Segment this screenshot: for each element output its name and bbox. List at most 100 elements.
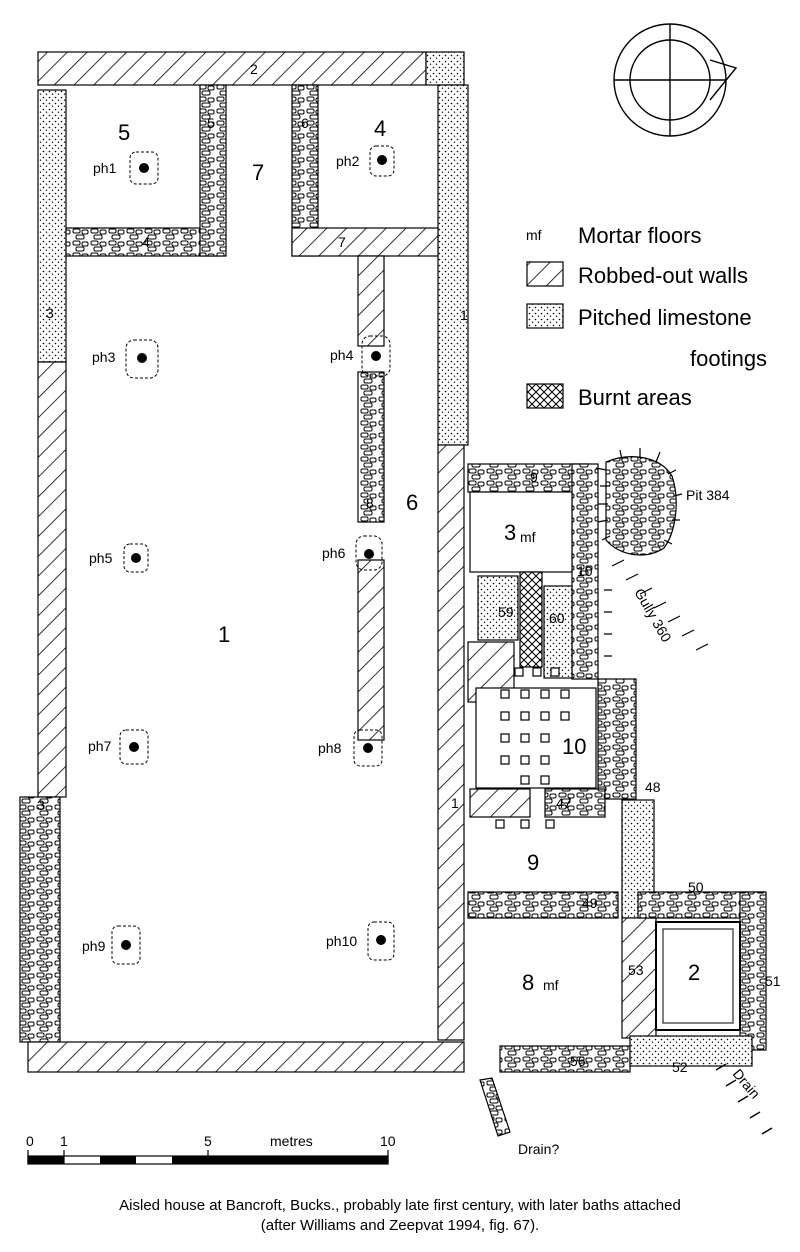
ph10-label: ph10 — [326, 933, 357, 949]
legend-mf-symbol: mf — [526, 227, 542, 243]
feature-47-label: 47 — [556, 795, 572, 811]
room-10-label: 10 — [562, 734, 586, 759]
legend-pitched-limestone: Pitched limestone — [578, 305, 752, 330]
west-wall-robbed — [37, 361, 67, 798]
drain-marks — [715, 1063, 773, 1135]
scale-bar: 0 1 5 metres 10 — [26, 1133, 396, 1165]
feature-labels: 59 60 47 48 49 50 51 52 53 56 Pit 384 Gu… — [498, 487, 781, 1157]
wall-52-footing — [629, 1035, 753, 1067]
room10-floor — [475, 687, 597, 789]
wall-47 — [544, 788, 606, 818]
room-labels: 1 2 3 mf 4 5 6 7 8 mf 9 10 — [118, 116, 700, 995]
ph8-label: ph8 — [318, 740, 342, 756]
wall-1-lower-robbed — [469, 788, 531, 818]
north-wall-robbed — [37, 51, 427, 86]
legend-burnt-areas: Burnt areas — [578, 385, 692, 410]
ph4-cut — [361, 335, 391, 377]
south-wall-robbed — [27, 1041, 465, 1073]
legend-robbed-walls: Robbed-out walls — [578, 263, 748, 288]
figure-caption: Aisled house at Bancroft, Bucks., probab… — [0, 1196, 800, 1236]
feature-60-label: 60 — [549, 610, 565, 626]
room-8-label: 8 — [522, 970, 534, 995]
east-wall-lower — [437, 444, 465, 1041]
ph3-label: ph3 — [92, 349, 116, 365]
wall-9-label: 9 — [530, 469, 538, 485]
feature-50-label: 50 — [688, 879, 704, 895]
ph1-label: ph1 — [93, 160, 117, 176]
gully-360 — [604, 559, 709, 657]
gully-360-label: Gully 360 — [631, 586, 675, 645]
scale-unit: metres — [270, 1133, 313, 1149]
ph9-cut — [111, 925, 141, 965]
legend-robbed-swatch — [526, 261, 564, 287]
room-7-label: 7 — [252, 160, 264, 185]
room5-east-wall — [199, 84, 227, 257]
drain-query-label: Drain? — [518, 1141, 559, 1157]
wall-6-label: 6 — [301, 115, 309, 131]
legend-mortar-floors: Mortar floors — [578, 223, 701, 248]
room2-inner — [662, 928, 734, 1024]
north-arrow-icon — [613, 23, 738, 137]
room3-floor — [469, 491, 573, 573]
wall-56 — [499, 1045, 631, 1073]
drain-query — [479, 1077, 511, 1137]
feature-48-label: 48 — [645, 779, 661, 795]
scale-10: 10 — [380, 1133, 396, 1149]
wall-labels: 2 1 1 3 3 4 5 6 7 8 9 10 — [37, 61, 593, 813]
ph7-label: ph7 — [88, 738, 112, 754]
wall-7-label: 7 — [338, 234, 346, 250]
wall-49 — [467, 891, 619, 919]
wall-5-label: 5 — [207, 115, 215, 131]
room-6-label: 6 — [406, 490, 418, 515]
arcade-wall-footing — [357, 371, 385, 523]
ph4-label: ph4 — [330, 347, 354, 363]
wall-3-label-lower: 3 — [37, 797, 45, 813]
ph6-cut — [355, 535, 383, 571]
room-3-label: 3 — [504, 520, 516, 545]
ph5-label: ph5 — [89, 550, 113, 566]
room-1-label: 1 — [218, 622, 230, 647]
ph1-cut — [129, 151, 159, 185]
wall-8-label: 8 — [366, 495, 374, 511]
posthole-labels: ph1 ph2 ph3 ph4 ph5 ph6 ph7 ph8 ph9 ph10 — [82, 153, 360, 954]
ph6-label: ph6 — [322, 545, 346, 561]
scale-5: 5 — [204, 1133, 212, 1149]
feature-60-floor — [543, 585, 573, 679]
wall-1-label-upper: 1 — [460, 307, 468, 323]
arcade-wall-lower — [357, 559, 385, 741]
legend-burnt-swatch — [526, 383, 564, 409]
ph2-cut — [369, 145, 395, 177]
wall-10-label: 10 — [577, 563, 593, 579]
caption-line-2: (after Williams and Zeepvat 1994, fig. 6… — [260, 1217, 540, 1234]
room3-north-wall — [467, 463, 589, 493]
feature-59-floor — [477, 575, 519, 641]
legend-footings: footings — [690, 346, 767, 371]
feature-59-label: 59 — [498, 604, 514, 620]
room3-east-wall — [571, 463, 599, 680]
pit-384-label: Pit 384 — [686, 487, 730, 503]
ph2-label: ph2 — [336, 153, 360, 169]
postholes — [111, 145, 395, 965]
room5-south-wall — [65, 227, 223, 257]
wall-1-label-lower: 1 — [451, 795, 459, 811]
room-2-label: 2 — [688, 960, 700, 985]
north-east-corner-footing — [425, 51, 465, 86]
ph9-label: ph9 — [82, 938, 106, 954]
wall-51 — [739, 891, 767, 1051]
legend: mf Mortar floors Robbed-out walls Pitche… — [526, 223, 767, 410]
ph10-cut — [367, 921, 395, 961]
wall-4-label: 4 — [142, 234, 150, 250]
east-wall-footing — [437, 84, 469, 446]
feature-49-label: 49 — [582, 895, 598, 911]
scale-0: 0 — [26, 1133, 34, 1149]
room-5-label: 5 — [118, 120, 130, 145]
ph8-cut — [353, 729, 383, 767]
room4-south-wall — [291, 227, 439, 257]
main-building — [19, 51, 469, 1073]
room-9-label: 9 — [527, 850, 539, 875]
feature-53-label: 53 — [628, 962, 644, 978]
bath-suite — [467, 463, 767, 1073]
posthole-markers — [121, 155, 387, 950]
wall-53 — [621, 917, 657, 1039]
